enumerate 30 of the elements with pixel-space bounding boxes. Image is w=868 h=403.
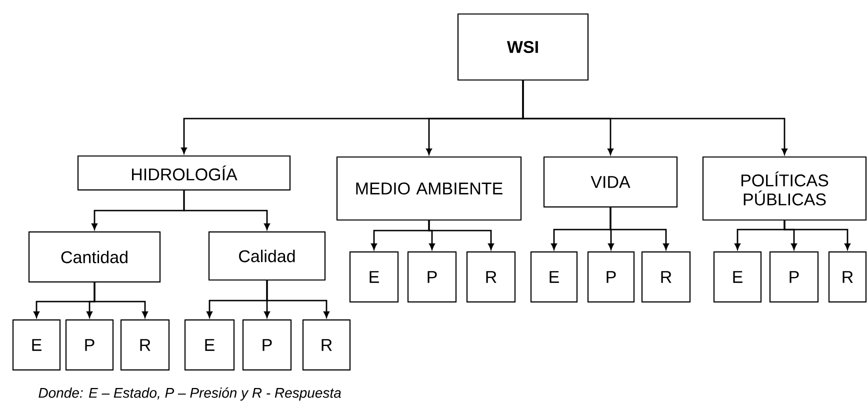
arrow <box>522 80 788 155</box>
category-box: HIDROLOGÍA <box>77 155 291 191</box>
arrow <box>610 208 669 250</box>
indicator-box: P <box>587 251 635 303</box>
indicator-box: E <box>12 319 61 371</box>
legend-note: Donde: E – Estado, P – Presión y R - Respuesta <box>38 387 341 401</box>
indicator-box: R <box>120 319 170 371</box>
root-box: WSI <box>457 13 589 81</box>
subcategory-box: Cantidad <box>28 231 161 283</box>
indicator-box: P <box>769 251 819 303</box>
indicator-box: R <box>828 251 867 303</box>
arrow <box>428 220 494 250</box>
arrow <box>94 282 148 318</box>
indicator-box: E <box>184 319 235 371</box>
indicator-box: E <box>713 251 762 303</box>
category-box: VIDA <box>543 156 678 208</box>
arrow <box>183 190 270 230</box>
indicator-box: P <box>65 319 114 371</box>
indicator-box: P <box>407 251 457 303</box>
indicator-box: E <box>530 251 578 303</box>
indicator-box: P <box>242 319 292 371</box>
arrow <box>266 280 330 318</box>
indicator-box: R <box>641 251 691 303</box>
indicator-box: E <box>349 251 399 303</box>
indicator-box: R <box>302 319 351 371</box>
subcategory-box: Calidad <box>208 231 326 281</box>
arrow <box>784 220 850 250</box>
indicator-box: R <box>466 251 516 303</box>
category-box: POLÍTICAS PÚBLICAS <box>702 156 867 221</box>
category-box: MEDIO AMBIENTE <box>336 156 522 221</box>
